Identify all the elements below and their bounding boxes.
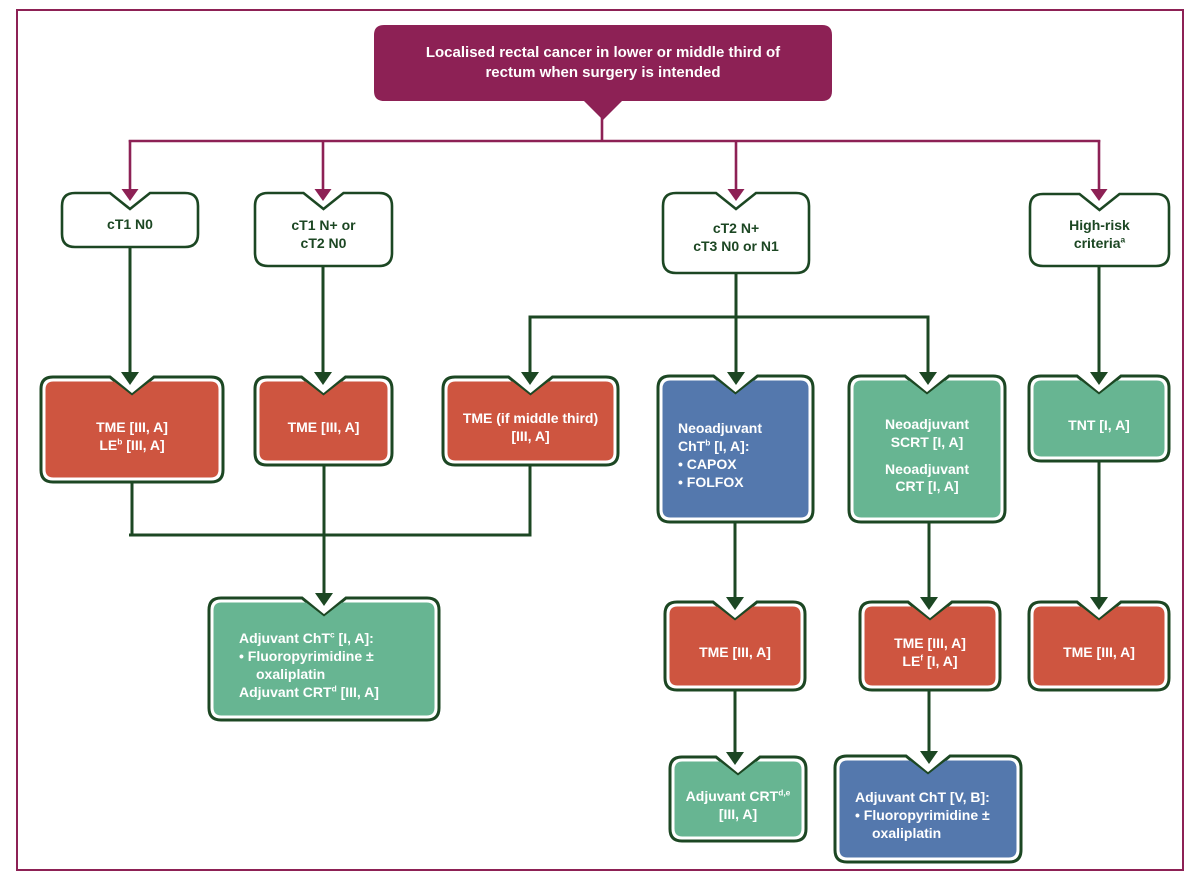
node-title: Localised rectal cancer in lower or midd… (374, 25, 832, 101)
node-tme-le-f-line: LEf [I, A] (902, 652, 958, 669)
node-cond-ct2-nplus-ct3-line: cT2 N+ (712, 220, 760, 237)
node-adjuvant-cht-vb: Adjuvant ChT [V, B]:• Fluoropyrimidine ±… (835, 756, 1021, 864)
node-adjuvant-crt-de-line: Adjuvant CRTd,e (685, 787, 791, 805)
node-tme-le: TME [III, A]LEb [III, A] (41, 377, 223, 484)
node-tnt-line: TNT [I, A] (1068, 416, 1130, 433)
node-tme-middle-third-line: [III, A] (511, 428, 550, 444)
node-cond-high-risk-line: High-risk (1069, 217, 1130, 234)
node-tme-1-line: TME [III, A] (287, 419, 360, 436)
node-cond-ct1-n0-line: cT1 N0 (107, 216, 153, 233)
node-tme-2: TME [III, A] (665, 602, 805, 692)
node-tme-le-f-line: TME [III, A] (894, 635, 966, 652)
node-tme-middle-third: TME (if middle third)[III, A] (443, 377, 618, 467)
node-neoadjuvant-scrt-crt-line: CRT [I, A] (895, 478, 959, 495)
node-neoadjuvant-cht-line: Neoadjuvant (678, 420, 763, 437)
node-neoadjuvant-scrt-crt-line: SCRT [I, A] (890, 433, 964, 450)
node-tme-3: TME [III, A] (1029, 602, 1169, 692)
node-adjuvant-cht-line: Adjuvant ChTc [I, A]: (239, 629, 374, 647)
node-adjuvant-cht-line: Adjuvant CRTd [III, A] (239, 683, 379, 700)
node-cond-ct1-nplus-or-ct2-n0-line: cT2 N0 (300, 234, 347, 251)
node-shapes (39, 25, 1171, 864)
node-adjuvant-cht-vb-line: Adjuvant ChT [V, B]: (855, 789, 990, 806)
node-neoadjuvant-cht-line: • CAPOX (678, 456, 737, 472)
node-tme-le-f: TME [III, A]LEf [I, A] (860, 602, 1000, 692)
node-tme-2-line: TME [III, A] (699, 644, 771, 661)
node-adjuvant-cht-vb-line: • Fluoropyrimidine ± (855, 807, 990, 824)
node-tme-middle-third-line: TME (if middle third) (462, 410, 599, 427)
node-cond-ct2-nplus-ct3-line: cT3 N0 or N1 (693, 238, 779, 254)
node-tme-le-line: TME [III, A] (96, 418, 168, 435)
node-neoadjuvant-cht-line: • FOLFOX (678, 473, 744, 490)
node-adjuvant-crt-de-line: [III, A] (718, 806, 758, 822)
node-title-line: rectum when surgery is intended (485, 64, 721, 81)
node-cond-ct2-nplus-ct3: cT2 N+cT3 N0 or N1 (663, 193, 809, 275)
node-adjuvant-crt-de: Adjuvant CRTd,e[III, A] (670, 757, 806, 843)
node-tme-le-line: LEb [III, A] (99, 435, 165, 453)
node-tme-1: TME [III, A] (255, 377, 392, 467)
node-adjuvant-cht: Adjuvant ChTc [I, A]:• Fluoropyrimidine … (209, 598, 439, 722)
node-cond-ct1-nplus-or-ct2-n0-line: cT1 N+ or (291, 216, 356, 233)
node-neoadjuvant-cht-line: ChTb [I, A]: (678, 437, 750, 455)
connector-lines (121, 112, 1108, 765)
node-tme-3-line: TME [III, A] (1063, 644, 1135, 661)
node-adjuvant-cht-line: • Fluoropyrimidine ± (239, 648, 374, 665)
node-tnt: TNT [I, A] (1029, 376, 1169, 463)
node-neoadjuvant-scrt-crt-line: Neoadjuvant (884, 460, 969, 477)
node-title-line: Localised rectal cancer in lower or midd… (425, 43, 781, 61)
node-cond-ct1-n0: cT1 N0 (62, 193, 198, 249)
node-neoadjuvant-scrt-crt-line: Neoadjuvant (884, 415, 969, 432)
node-adjuvant-cht-vb-line: oxaliplatin (872, 824, 942, 841)
node-cond-high-risk-line: criteriaa (1073, 234, 1126, 251)
node-adjuvant-cht-line: oxaliplatin (256, 666, 326, 682)
